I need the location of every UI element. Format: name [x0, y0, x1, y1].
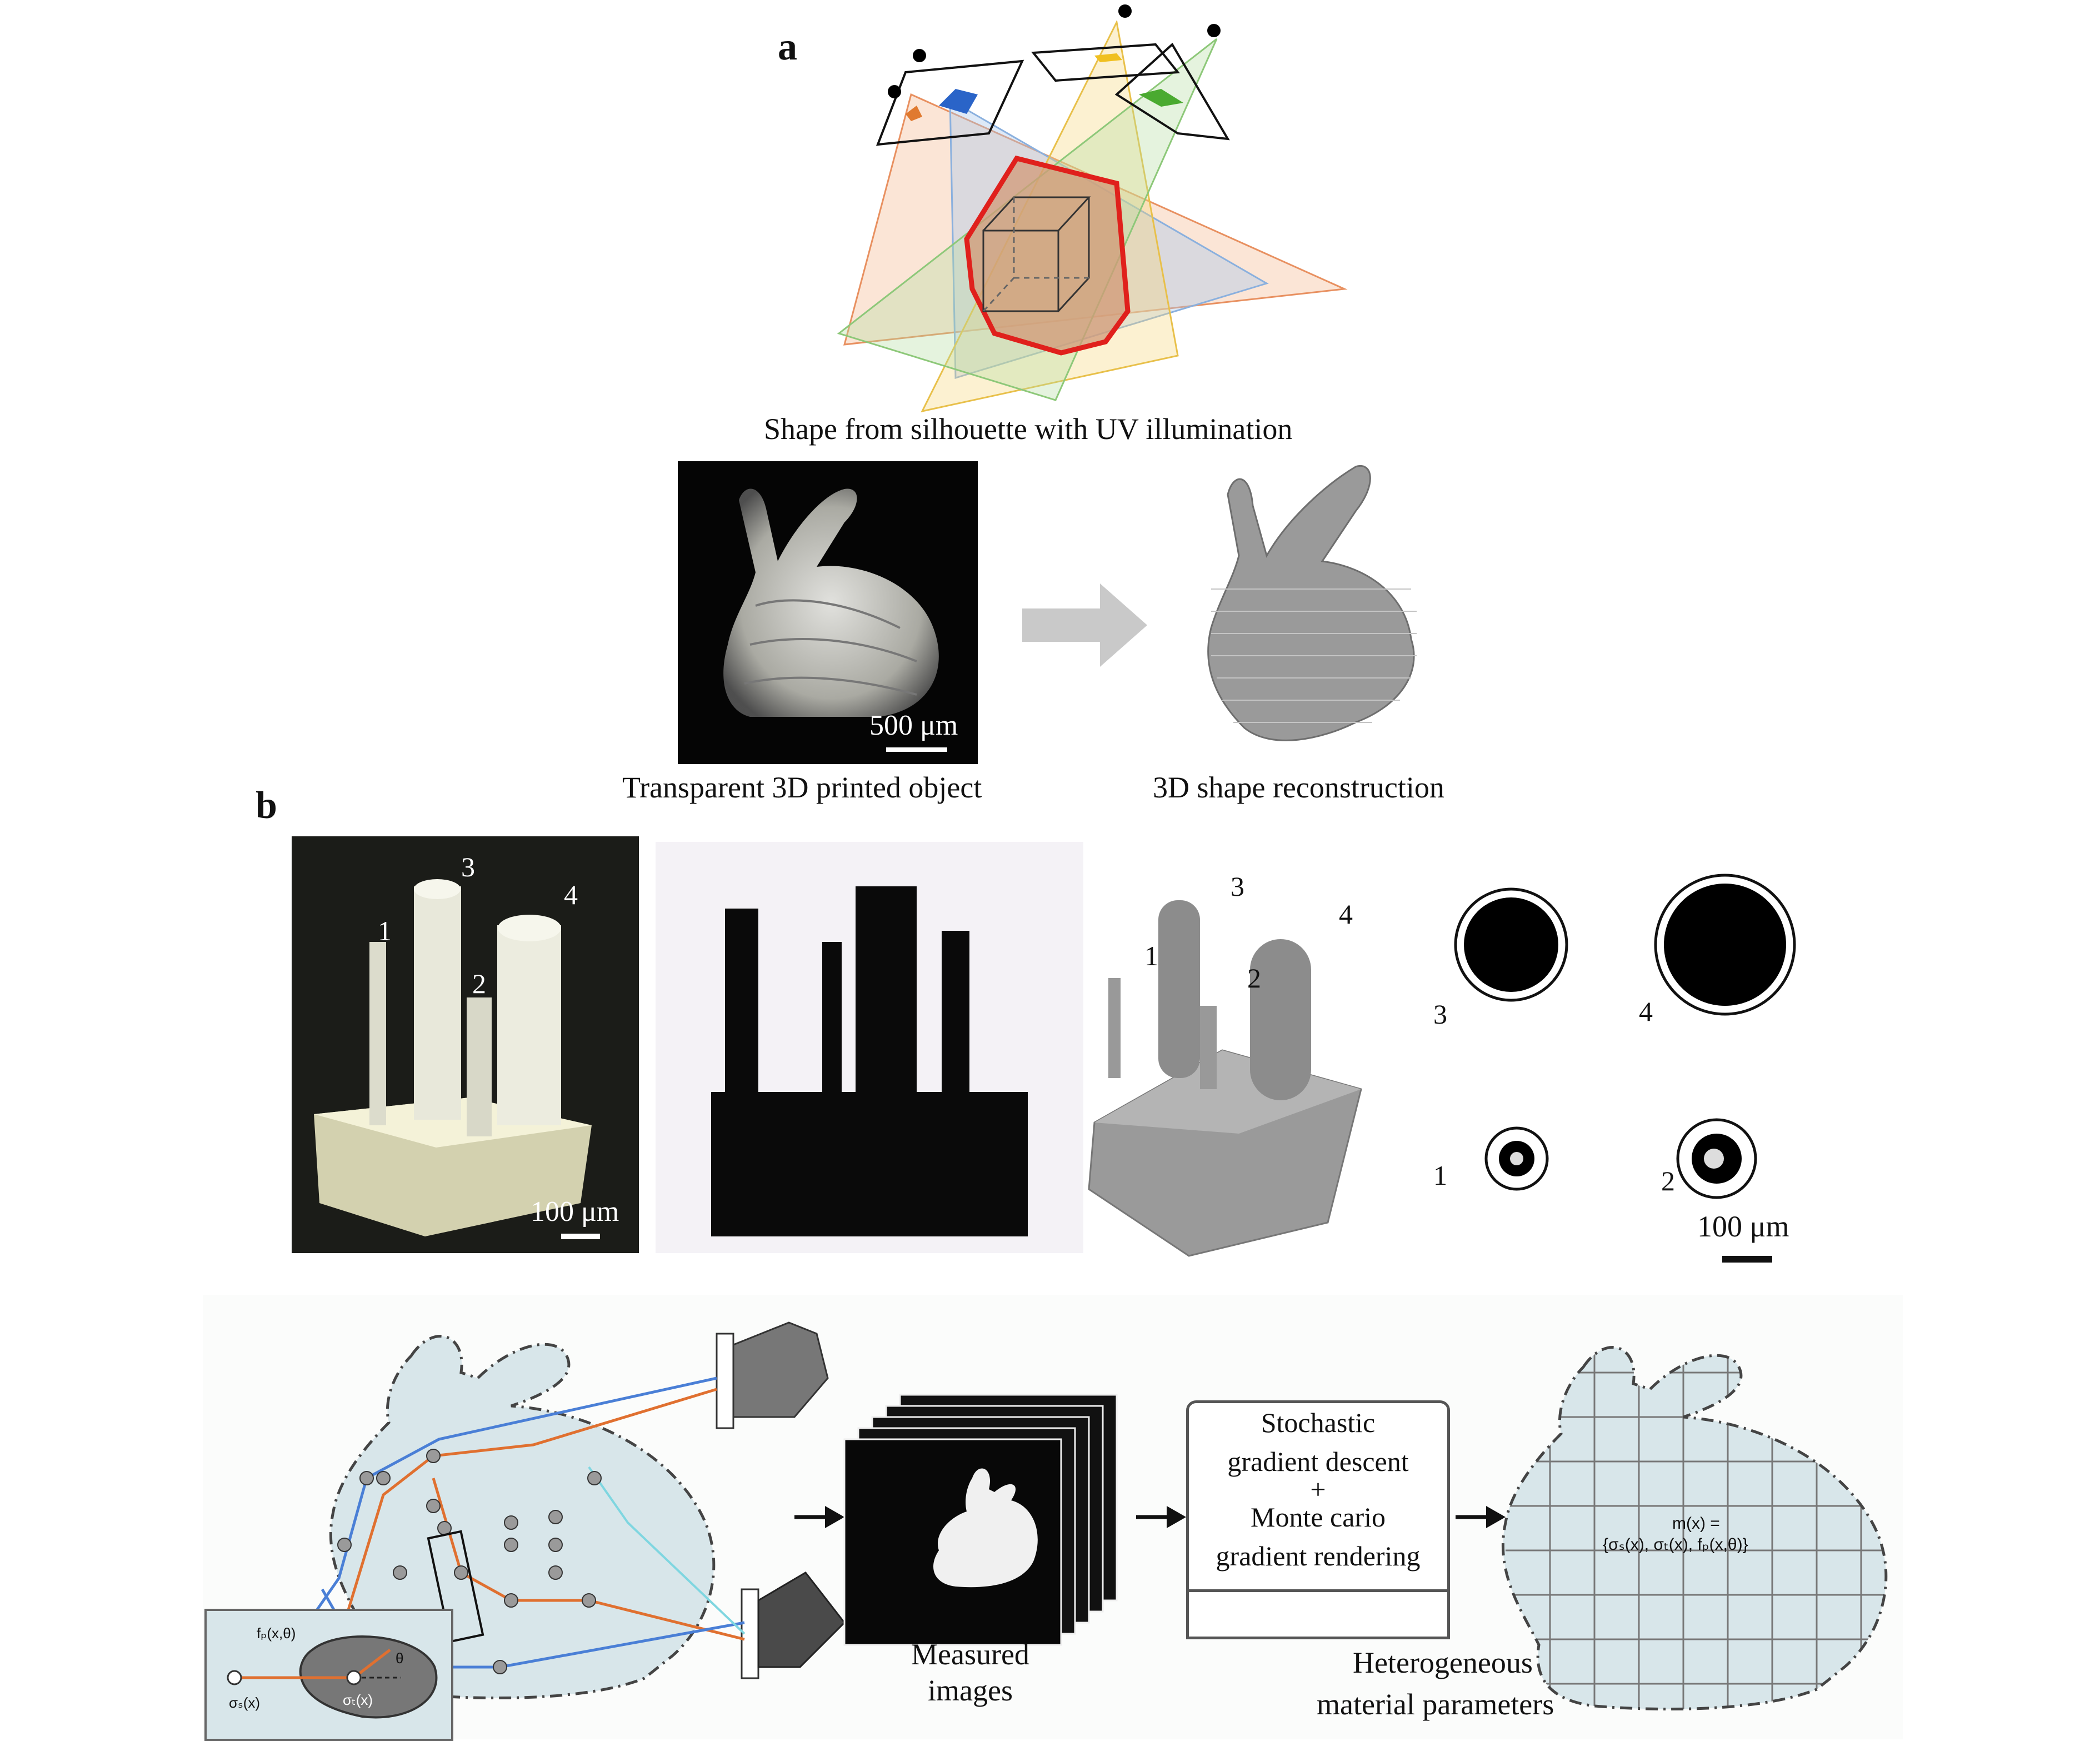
- inset-label-sigma-s: σₛ(x): [229, 1694, 261, 1711]
- arrow-to-images: [794, 1506, 844, 1528]
- camera-center-3: [1118, 4, 1132, 18]
- section-scale-label: 100 μm: [1697, 1210, 1789, 1243]
- measured-images-label-2: images: [928, 1674, 1013, 1707]
- section-scale-bar: [1722, 1256, 1772, 1263]
- cross-sections: [1454, 874, 1796, 1199]
- gray-arrow: [1022, 583, 1147, 667]
- heterogeneous-label-1: Heterogeneous: [1353, 1646, 1533, 1679]
- scale-bar-label: 500 μm: [869, 710, 958, 741]
- camera-center-4: [1207, 24, 1221, 37]
- section-label-1: 1: [1433, 1160, 1447, 1191]
- inset-diagram: [227, 1635, 438, 1719]
- optimizer-box: Stochastic gradient descent + Monte cari…: [1186, 1400, 1450, 1617]
- photo-scale-bar: [561, 1234, 600, 1239]
- caption-3d-reconstruction: 3D shape reconstruction: [1153, 771, 1444, 804]
- recon-label-4: 4: [1339, 899, 1353, 930]
- panel-b-letter: b: [256, 784, 277, 827]
- optimizer-line-4: Monte cario: [1251, 1501, 1386, 1533]
- orange-image-patch: [906, 106, 922, 121]
- recon-label-1: 1: [1144, 940, 1158, 971]
- green-image-patch: [1139, 89, 1183, 107]
- photo-label-2: 2: [472, 968, 486, 999]
- silhouette-diagram: [837, 4, 1348, 413]
- inset-label-theta: θ: [396, 1650, 404, 1667]
- bunny-glow-shape: [723, 488, 939, 717]
- pillars-silhouette: [656, 842, 1083, 1253]
- material-map-formula-1: m(x) =: [1672, 1514, 1720, 1533]
- section-label-4: 4: [1639, 996, 1653, 1027]
- photo-label-3: 3: [461, 851, 475, 882]
- material-map-formula-2: {σₛ(x), σₜ(x), fₚ(x,θ)}: [1603, 1535, 1748, 1554]
- cube-wireframe: [982, 196, 1091, 312]
- measured-images-stack: [843, 1394, 1118, 1646]
- panel-a-letter: a: [778, 26, 797, 68]
- blue-image-patch: [939, 89, 978, 114]
- transparent-bunny-photo: 500 μm: [678, 461, 978, 764]
- reconstructed-bunny: [1207, 465, 1417, 741]
- heterogeneous-label-2: material parameters: [1317, 1688, 1554, 1721]
- section-label-2: 2: [1661, 1165, 1675, 1196]
- inset-label-sigma-t: σₜ(x): [343, 1692, 373, 1708]
- caption-shape-from-silhouette: Shape from silhouette with UV illuminati…: [764, 412, 1293, 446]
- arrow-to-optimizer: [1136, 1506, 1186, 1528]
- empty-box: [1186, 1589, 1450, 1639]
- optimizer-line-1: Stochastic: [1261, 1407, 1376, 1438]
- photo-scale-label: 100 μm: [531, 1196, 619, 1228]
- camera-bottom-icon: [741, 1572, 846, 1679]
- material-map-bunny: [1502, 1345, 1888, 1711]
- recon-label-3: 3: [1231, 871, 1244, 902]
- camera-plane-top: [1031, 43, 1180, 82]
- photo-label-1: 1: [378, 915, 392, 946]
- optimizer-line-2: gradient descent: [1227, 1446, 1409, 1477]
- camera-center-2: [913, 49, 926, 62]
- material-inset: fₚ(x,θ) θ σₛ(x) σₜ(x): [204, 1609, 453, 1741]
- section-label-3: 3: [1433, 999, 1447, 1030]
- camera-center-1: [888, 85, 901, 98]
- camera-plane-right: [1114, 42, 1230, 141]
- measured-images-label-1: Measured: [911, 1638, 1029, 1671]
- camera-top-icon: [716, 1321, 829, 1429]
- pillars-illustration: [314, 879, 592, 1236]
- recon-label-2: 2: [1247, 962, 1261, 994]
- pillars-photo: 1 2 3 4 100 μm: [292, 836, 639, 1253]
- visual-hull-silhouette: [964, 155, 1131, 356]
- inset-label-fp: fₚ(x,θ): [257, 1625, 296, 1642]
- pillars-reconstruction: [1088, 900, 1362, 1257]
- caption-transparent-object: Transparent 3D printed object: [622, 771, 982, 804]
- optimizer-line-5: gradient rendering: [1216, 1540, 1421, 1572]
- arrow-to-material-map: [1456, 1506, 1506, 1528]
- yellow-image-patch: [1094, 53, 1122, 62]
- scale-bar: [886, 747, 947, 752]
- optimizer-line-3: +: [1310, 1474, 1326, 1505]
- photo-label-4: 4: [564, 879, 578, 910]
